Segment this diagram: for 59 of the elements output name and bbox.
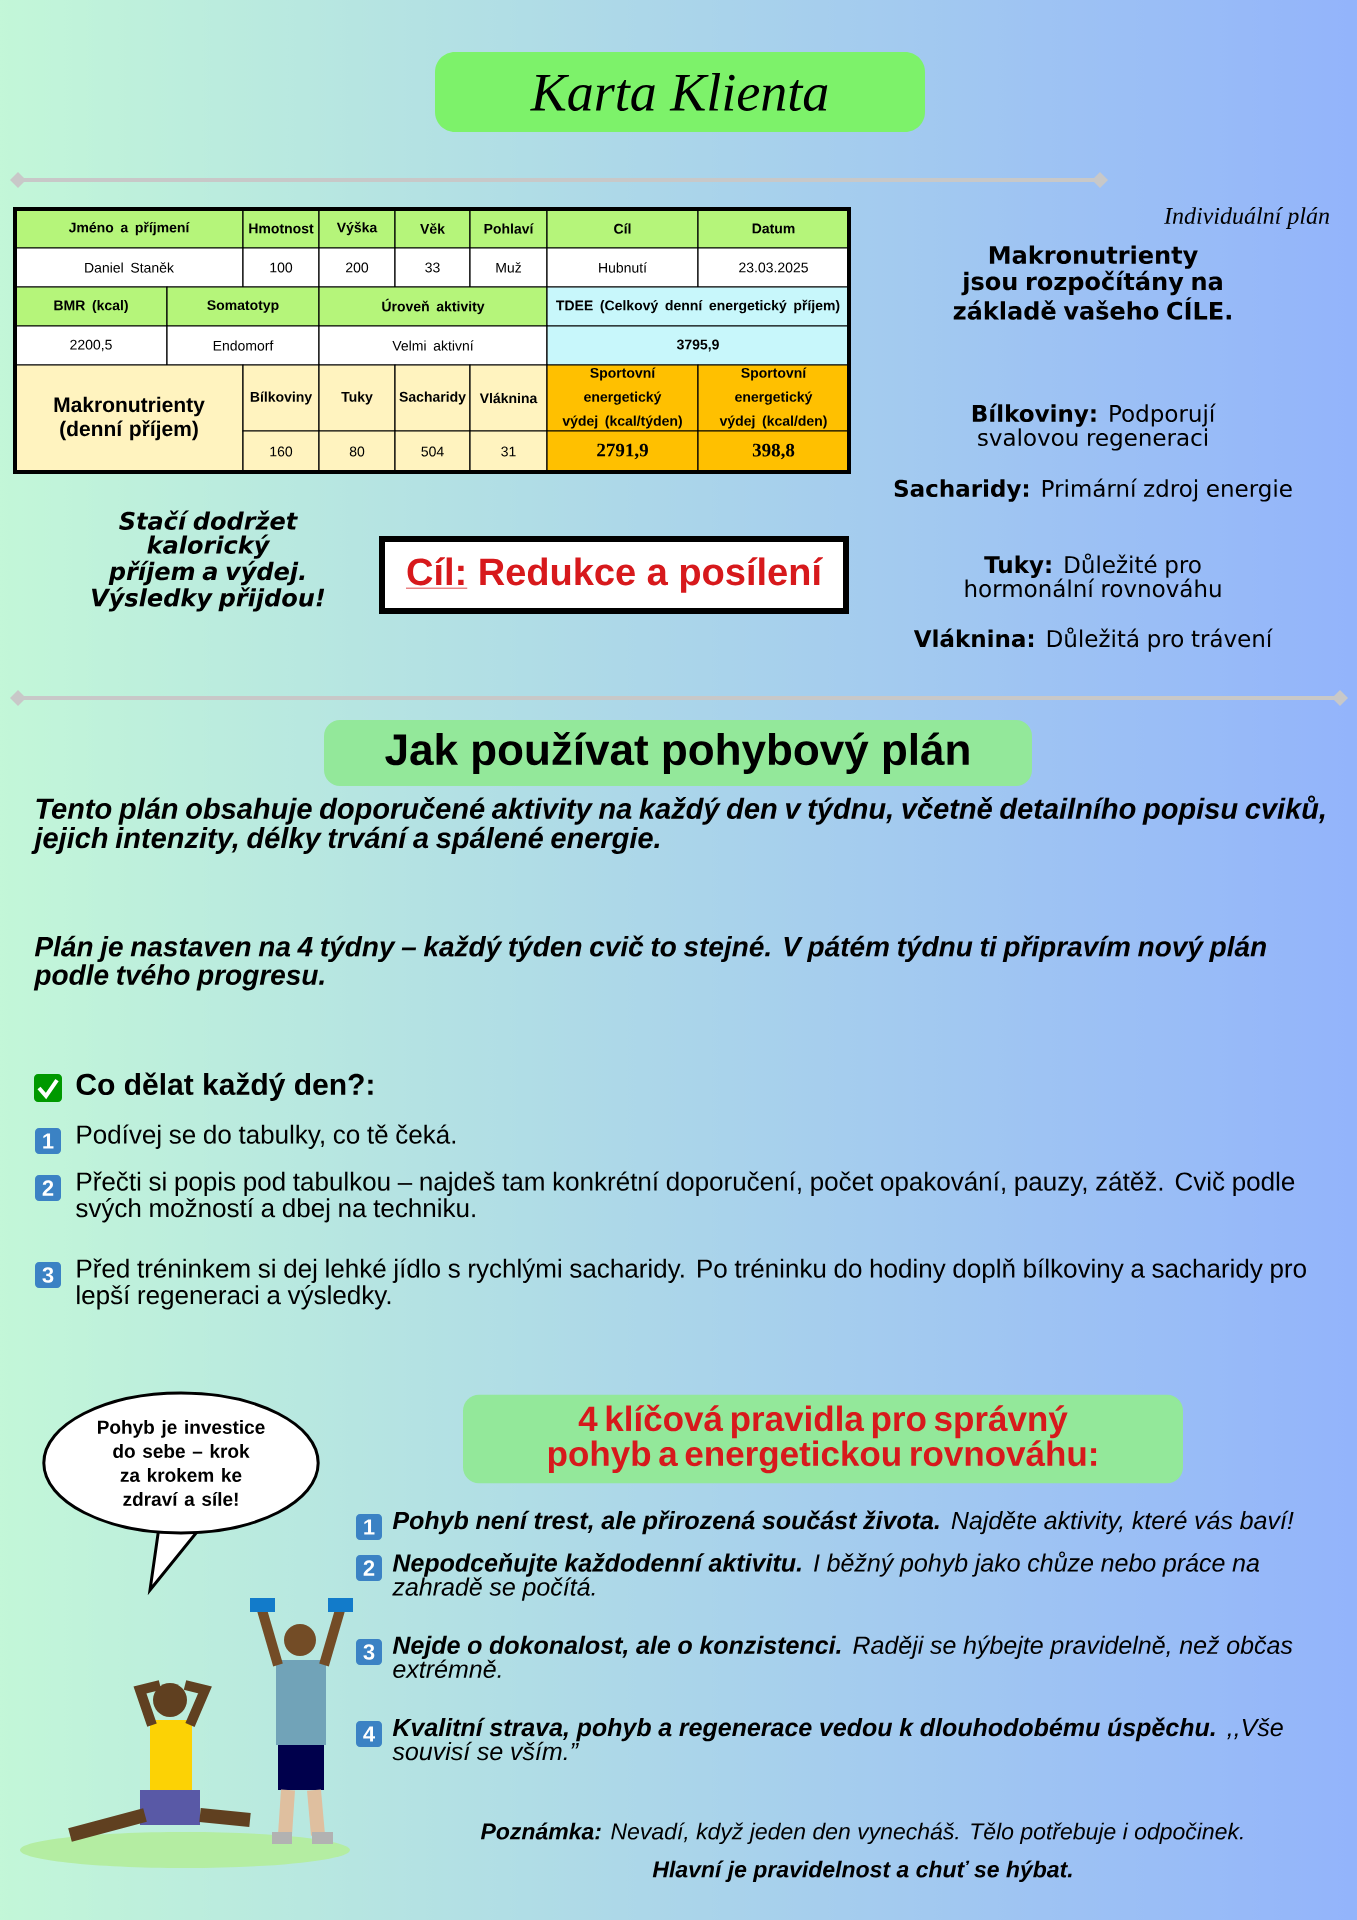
table-cell: Sportovní energetický výdej (kcal/den) — [697, 364, 850, 432]
table-cell: Hmotnost — [242, 208, 320, 249]
note-text: Poznámka: Nevadí, když jeden den vynecháš. Tělo potřebuje i odpočinek. — [480, 1822, 1243, 1845]
table-cell: BMR (kcal) — [14, 286, 168, 327]
table-cell: 504 — [394, 430, 471, 473]
rule-text: Nepodceňujte každodenní aktivitu. I běžný pohyb jako chůze nebo práce na zahradě se počítá. — [392, 1551, 1260, 1601]
table-cell: 398,8 — [697, 430, 850, 473]
info-text: Bílkoviny: Podporují svalovou regeneraci — [972, 403, 1216, 451]
table-cell: Velmi aktivní — [318, 325, 548, 366]
table-cell: Muž — [469, 247, 548, 288]
number-badge: 3 — [35, 1262, 61, 1288]
subheading: Co dělat každý den?: — [76, 1072, 373, 1101]
table-cell: Sportovní energetický výdej (kcal/týden) — [546, 364, 699, 432]
rule-text: Kvalitní strava, pohyb a regenerace vedou k dlouhodobému úspěchu. ,,Vše souvisí se vším.” — [392, 1717, 1283, 1761]
number-badge: 1 — [35, 1128, 61, 1154]
table-cell: Výška — [318, 208, 396, 249]
number-badge: 2 — [356, 1555, 382, 1581]
table-cell: 160 — [242, 430, 320, 473]
note-text: Hlavní je pravidelnost a chuť se hýbat. — [652, 1860, 1072, 1883]
table-cell: 200 — [318, 247, 396, 288]
table-cell: Bílkoviny — [242, 364, 320, 432]
table-cell: 100 — [242, 247, 320, 288]
speech-bubble: Pohyb je investice do sebe – krok za krokem ke zdraví a síle! — [42, 1391, 320, 1596]
rule-text: Nejde o dokonalost, ale o konzistenci. Raději se hýbejte pravidelně, než občas extrémně. — [392, 1635, 1293, 1679]
heading-pill: 4 klíčová pravidla pro správný pohyb a energetickou rovnováhu: — [463, 1394, 1183, 1484]
table-cell: 2200,5 — [14, 325, 168, 366]
heading-pill: Jak používat pohybový plán — [324, 720, 1032, 786]
title-banner: Karta Klienta — [435, 52, 925, 132]
paragraph: Tento plán obsahuje doporučené aktivity na každý den v týdnu, včetně detailního popisu cviků, jejich intenzity, délky trvání a spálené energie. — [31, 795, 1325, 854]
table-cell: Endomorf — [166, 325, 320, 366]
rule-text: Pohyb není trest, ale přirozená součást života. Najděte aktivity, které vás baví! — [392, 1510, 1294, 1535]
number-badge: 2 — [35, 1175, 61, 1201]
list-item: Podívej se do tabulky, co tě čeká. — [77, 1124, 456, 1149]
table-cell: 80 — [318, 430, 396, 473]
table-cell: Úroveň aktivity — [318, 286, 548, 327]
table-cell: 2791,9 — [546, 430, 699, 473]
number-badge: 4 — [356, 1721, 382, 1747]
goal-box: Cíl: Redukce a posílení — [379, 536, 849, 614]
table-cell: Somatotyp — [166, 286, 320, 327]
table-cell: 23.03.2025 — [697, 247, 850, 288]
table-cell: TDEE (Celkový denní energetický příjem) — [546, 286, 850, 327]
table-cell: Tuky — [318, 364, 396, 432]
tagline: Individuální plán — [1163, 207, 1330, 229]
note-text: Stačí dodržet kalorický příjem a výdej. Výsledky přijdou! — [92, 510, 325, 612]
table-cell: 31 — [469, 430, 548, 473]
table-cell: Hubnutí — [546, 247, 699, 288]
info-text: Sacharidy: Primární zdroj energie — [894, 478, 1292, 502]
table-cell: 33 — [394, 247, 471, 288]
table-cell: Vláknina — [469, 364, 548, 432]
list-item: Před tréninkem si dej lehké jídlo s rychlými sacharidy. Po tréninku do hodiny doplň bílkoviny a sacharidy pro lepší regeneraci a výsledky. — [77, 1258, 1306, 1310]
number-badge: 3 — [356, 1639, 382, 1665]
info-text: Tuky: Důležité pro hormonální rovnováhu — [965, 553, 1221, 598]
number-badge: 1 — [356, 1514, 382, 1540]
heading-text: Makronutrienty jsou rozpočítány na základě vašeho CÍLE. — [953, 245, 1231, 320]
table-cell: 3795,9 — [546, 325, 850, 366]
paragraph: Plán je nastaven na 4 týdny – každý týden cvič to stejné. V pátém týdnu ti připravím nový plán podle tvého progresu. — [33, 935, 1266, 991]
list-item: Přečti si popis pod tabulkou – najdeš tam konkrétní doporučení, počet opakování, pauzy, zátěž. Cvič podle svých možností a dbej na techniku. — [76, 1171, 1295, 1223]
table-cell: Sacharidy — [394, 364, 471, 432]
info-text: Vláknina: Důležitá pro trávení — [913, 627, 1273, 652]
